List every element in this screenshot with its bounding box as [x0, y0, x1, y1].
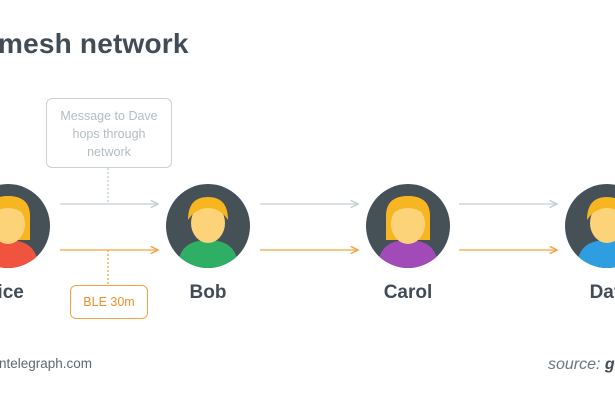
- node-label-alice: lice: [0, 282, 24, 303]
- node-label-carol: Carol: [383, 282, 433, 303]
- node-label-dave: Dav: [589, 282, 615, 303]
- footer-site-link[interactable]: intelegraph.com: [0, 356, 93, 371]
- shirt-alice: [0, 240, 38, 268]
- shirt-dave: [577, 240, 615, 268]
- avatar-carol: [366, 184, 450, 268]
- avatar-dave: [565, 184, 615, 268]
- diagram-title: mesh network: [0, 28, 189, 59]
- avatar-alice: [0, 184, 50, 268]
- shirt-carol: [378, 240, 438, 268]
- footer-source: source: gi: [548, 356, 615, 374]
- shirt-bob: [178, 240, 238, 268]
- avatar-bob: [166, 184, 250, 268]
- node-label-bob: Bob: [189, 282, 227, 303]
- message-callout: Message to Dave hops through network: [46, 98, 172, 168]
- source-prefix: source:: [548, 356, 605, 373]
- source-name: gi: [604, 356, 615, 373]
- ble-range-callout: BLE 30m: [70, 285, 148, 319]
